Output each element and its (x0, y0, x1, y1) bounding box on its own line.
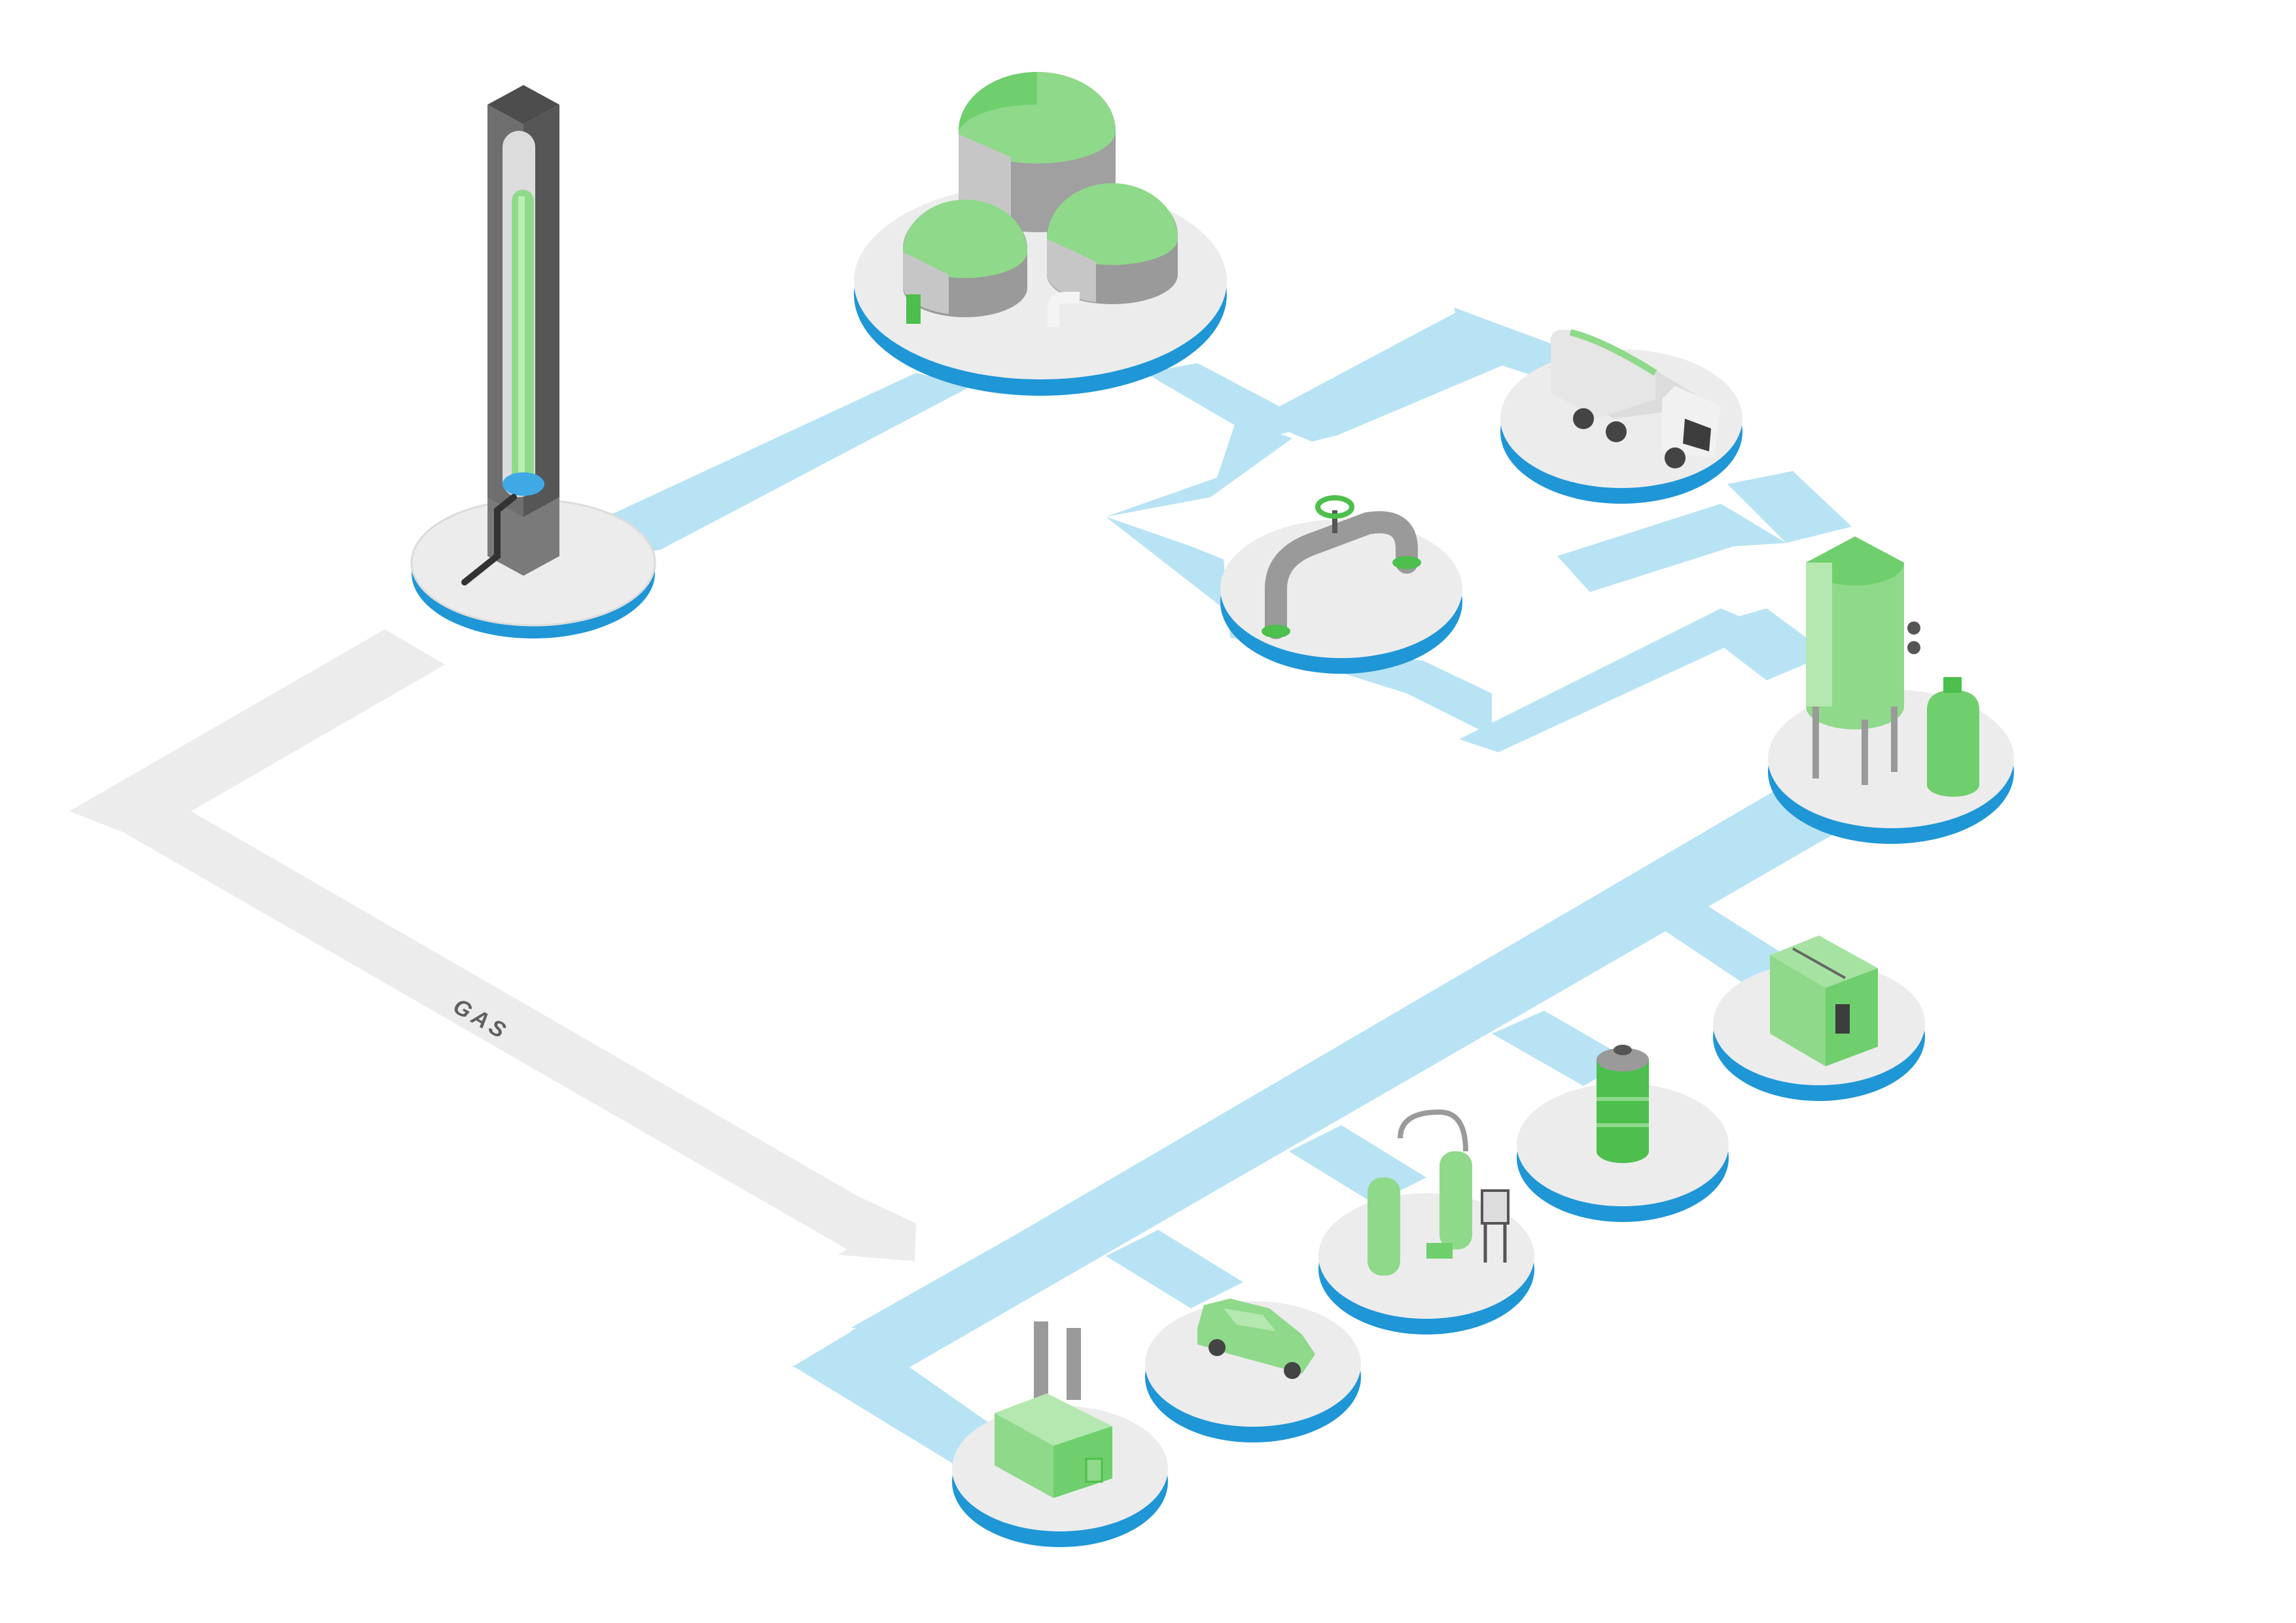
upgrading-plant-icon (1368, 1109, 1510, 1276)
pipe-upper-loop (1256, 311, 1531, 442)
cabinet-unit-icon (1770, 935, 1878, 1066)
pipe-branch-car-top (1106, 1230, 1243, 1308)
gas-silo-icon (1806, 536, 1979, 797)
tanker-truck-icon (1547, 329, 1721, 468)
pipe-valve-loop-bottom (1106, 517, 1492, 736)
pipe-truck-to-silo (1727, 471, 1852, 543)
digester-column-icon (461, 85, 559, 585)
pipe-loop-top-right (1557, 504, 1786, 592)
pipe-silo-bridge (1698, 608, 1829, 680)
factory-icon (995, 1321, 1112, 1498)
pipe-main-trunk (792, 792, 1845, 1367)
gas-arrow-shape (69, 629, 916, 1261)
pipe-branch-upgrade-top (1289, 1125, 1426, 1204)
pipe-branch-battery-top (1492, 1011, 1629, 1086)
pipe-to-truck-right (1454, 307, 1577, 379)
pipe-loop-right-side (1459, 608, 1767, 752)
pipe-junction-to-valve (1106, 419, 1292, 517)
biogas-domes-icon (903, 72, 1178, 327)
battery-icon (1597, 1045, 1649, 1163)
pipeline-valve-icon (1262, 495, 1421, 639)
pipe-network (592, 307, 1852, 1485)
gas-arrow: GAS (69, 629, 916, 1261)
pipe-column-to-domes (592, 373, 972, 556)
car-icon (1197, 1299, 1315, 1379)
